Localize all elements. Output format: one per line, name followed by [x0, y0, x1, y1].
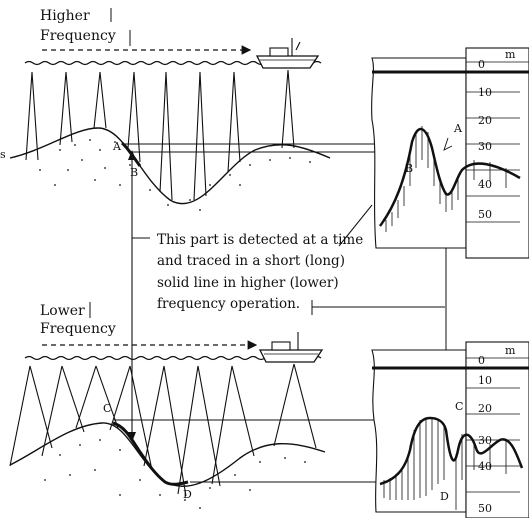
point-d: D [183, 488, 192, 501]
upper-title-line1: Higher [40, 8, 90, 24]
depth-tick: 50 [478, 208, 492, 221]
echo-trace [379, 416, 524, 486]
upper-scene: Higher Frequency [0, 8, 455, 211]
depth-tick: 0 [478, 354, 485, 367]
lower-title-line2: Frequency [40, 321, 116, 337]
wide-beams [9, 363, 317, 497]
seabed-profile [9, 127, 331, 205]
depth-tick: 40 [478, 460, 492, 473]
rec-point-a: A [453, 122, 463, 135]
detected-segment-lower [112, 421, 189, 486]
unit-label: m [505, 344, 516, 357]
rec-pointer-a [443, 137, 453, 151]
side-mark: s [0, 148, 6, 161]
connector-arrow-up [128, 150, 136, 160]
narrow-beams [25, 69, 295, 201]
echo-trace [378, 128, 521, 227]
ship-icon [258, 332, 324, 363]
note-block: This part is detected at a time and trac… [157, 204, 445, 315]
lower-title-line1: Lower [40, 303, 85, 319]
recorder-lower: m 0 10 20 30 40 50 C D [371, 341, 529, 518]
depth-tick: 20 [478, 402, 492, 415]
point-a: A [112, 140, 122, 153]
depth-tick: 10 [478, 86, 492, 99]
depth-tick: 20 [478, 114, 492, 127]
seabed-stipple [44, 439, 306, 509]
note-pointer [338, 204, 373, 247]
note-line3: solid line in higher (lower) [157, 275, 339, 291]
ship-icon [255, 38, 320, 69]
echo-hatching [383, 418, 507, 510]
rec-point-d: D [440, 490, 449, 503]
depth-tick: 50 [478, 502, 492, 515]
note-line4: frequency operation. [157, 296, 300, 312]
point-b: B [130, 166, 138, 179]
seabed-stipple [39, 139, 311, 211]
rec-point-b: B [405, 162, 413, 175]
note-line2: and traced in a short (long) [157, 253, 345, 269]
lower-scene: Lower Frequency [9, 302, 450, 509]
unit-label: m [505, 48, 516, 61]
rec-point-c: C [455, 400, 463, 413]
depth-tick: 40 [478, 178, 492, 191]
point-c: C [103, 402, 111, 415]
depth-tick: 30 [478, 434, 492, 447]
depth-tick: 10 [478, 374, 492, 387]
depth-tick: 0 [478, 58, 485, 71]
echo-hatching [385, 126, 507, 232]
recorder-upper: m 0 10 20 30 40 50 A B [371, 47, 529, 378]
depth-tick: 30 [478, 140, 492, 153]
note-line1: This part is detected at a time [157, 232, 363, 248]
upper-title-line2: Frequency [40, 28, 116, 44]
